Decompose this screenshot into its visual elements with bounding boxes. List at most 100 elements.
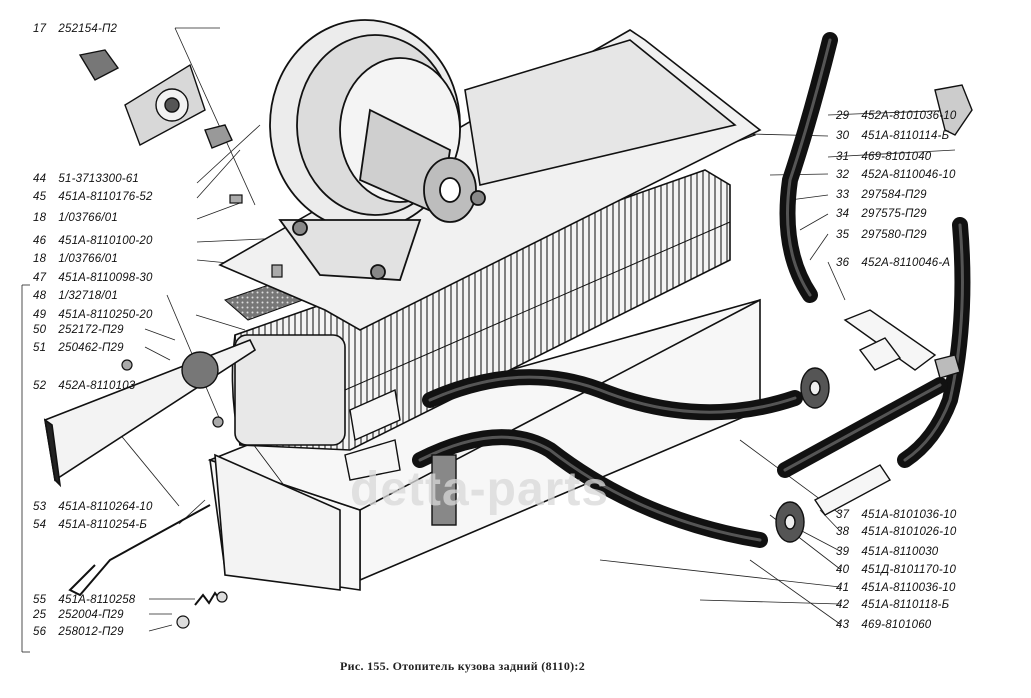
part-code: 1/03766/01 [55,253,118,265]
part-number: 41 [836,582,850,594]
part-number: 36 [836,257,850,269]
part-number: 32 [836,169,850,181]
part-label-right-1: 30 451А-8110114-Б [836,129,949,143]
fasteners [121,194,283,629]
part-code: 452А-8101036-10 [858,110,957,122]
part-code: 452А-8110046-А [858,257,951,269]
part-label-right-10: 39 451А-8110030 [836,545,938,559]
part-number: 18 [33,253,47,265]
part-code: 451А-8110254-Б [55,519,148,531]
part-label-left-15: 25 252004-П29 [33,608,124,622]
part-label-left-11: 52 452А-8110103 [33,379,135,393]
part-number: 40 [836,564,850,576]
part-number: 54 [33,519,47,531]
part-number: 31 [836,151,850,163]
part-code: 1/32718/01 [55,290,118,302]
part-number: 45 [33,191,47,203]
part-label-left-7: 48 1/32718/01 [33,289,118,303]
part-number: 47 [33,272,47,284]
part-label-left-4: 46 451А-8110100-20 [33,234,153,248]
part-label-right-3: 32 452А-8110046-10 [836,168,956,182]
part-label-left-1: 44 51-3713300-61 [33,172,139,186]
part-number: 29 [836,110,850,122]
part-number: 37 [836,509,850,521]
part-label-left-0: 17 252154-П2 [33,22,117,36]
part-code: 451А-8101036-10 [858,509,957,521]
part-number: 53 [33,501,47,513]
part-number: 56 [33,626,47,638]
tubes [344,309,937,516]
part-number: 33 [836,189,850,201]
part-code: 252154-П2 [55,23,118,35]
part-label-right-0: 29 452А-8101036-10 [836,109,956,123]
part-number: 52 [33,380,47,392]
part-code: 451А-8110100-20 [55,235,153,247]
part-label-right-6: 35 297580-П29 [836,228,927,242]
part-code: 469-8101060 [858,619,932,631]
part-number: 25 [33,609,47,621]
part-code: 258012-П29 [55,626,124,638]
part-label-right-4: 33 297584-П29 [836,188,927,202]
part-number: 42 [836,599,850,611]
part-code: 451А-8110098-30 [55,272,153,284]
part-code: 51-3713300-61 [55,173,140,185]
part-number: 35 [836,229,850,241]
part-label-left-3: 18 1/03766/01 [33,211,118,225]
watermark: detta-parts [350,463,610,516]
part-code: 252004-П29 [55,609,124,621]
part-code: 297580-П29 [858,229,927,241]
part-label-left-8: 49 451А-8110250-20 [33,308,153,322]
part-number: 50 [33,324,47,336]
part-label-right-7: 36 452А-8110046-А [836,256,950,270]
part-code: 451А-8110264-10 [55,501,153,513]
part-number: 18 [33,212,47,224]
part-code: 451А-8110030 [858,546,939,558]
part-code: 451А-8110036-10 [858,582,956,594]
part-number: 34 [836,208,850,220]
part-number: 39 [836,546,850,558]
part-label-right-5: 34 297575-П29 [836,207,927,221]
part-number: 43 [836,619,850,631]
part-label-right-12: 41 451А-8110036-10 [836,581,956,595]
part-label-left-16: 56 258012-П29 [33,625,124,639]
part-label-left-13: 54 451А-8110254-Б [33,518,147,532]
part-label-left-12: 53 451А-8110264-10 [33,500,153,514]
part-code: 252172-П29 [55,324,124,336]
part-code: 452А-8110046-10 [858,169,956,181]
part-label-left-9: 50 252172-П29 [33,323,124,337]
part-code: 451А-8110118-Б [858,599,950,611]
part-label-right-13: 42 451А-8110118-Б [836,598,949,612]
part-code: 451А-8110258 [55,594,136,606]
part-label-left-5: 18 1/03766/01 [33,252,118,266]
part-number: 51 [33,342,47,354]
grommets [181,84,973,543]
part-label-left-6: 47 451А-8110098-30 [33,271,153,285]
part-label-right-14: 43 469-8101060 [836,618,931,632]
hoses [412,32,971,548]
part-number: 46 [33,235,47,247]
switch-assembly [78,49,233,149]
part-code: 452А-8110103 [55,380,136,392]
part-label-right-2: 31 469-8101040 [836,150,931,164]
figure-caption: Рис. 155. Отопитель кузова задний (8110)… [340,659,586,673]
part-code: 451А-8110114-Б [858,130,950,142]
part-label-right-9: 38 451А-8101026-10 [836,525,956,539]
part-number: 48 [33,290,47,302]
part-label-left-2: 45 451А-8110176-52 [33,190,153,204]
part-number: 44 [33,173,47,185]
part-code: 451А-8101026-10 [858,526,957,538]
part-number: 30 [836,130,850,142]
part-code: 250462-П29 [55,342,124,354]
part-code: 1/03766/01 [55,212,118,224]
part-code: 297584-П29 [858,189,927,201]
part-code: 451Д-8101170-10 [858,564,957,576]
part-code: 451А-8110176-52 [55,191,153,203]
part-label-left-10: 51 250462-П29 [33,341,124,355]
part-number: 38 [836,526,850,538]
part-code: 469-8101040 [858,151,932,163]
part-code: 451А-8110250-20 [55,309,153,321]
part-code: 297575-П29 [858,208,927,220]
part-label-left-14: 55 451А-8110258 [33,593,135,607]
part-number: 55 [33,594,47,606]
